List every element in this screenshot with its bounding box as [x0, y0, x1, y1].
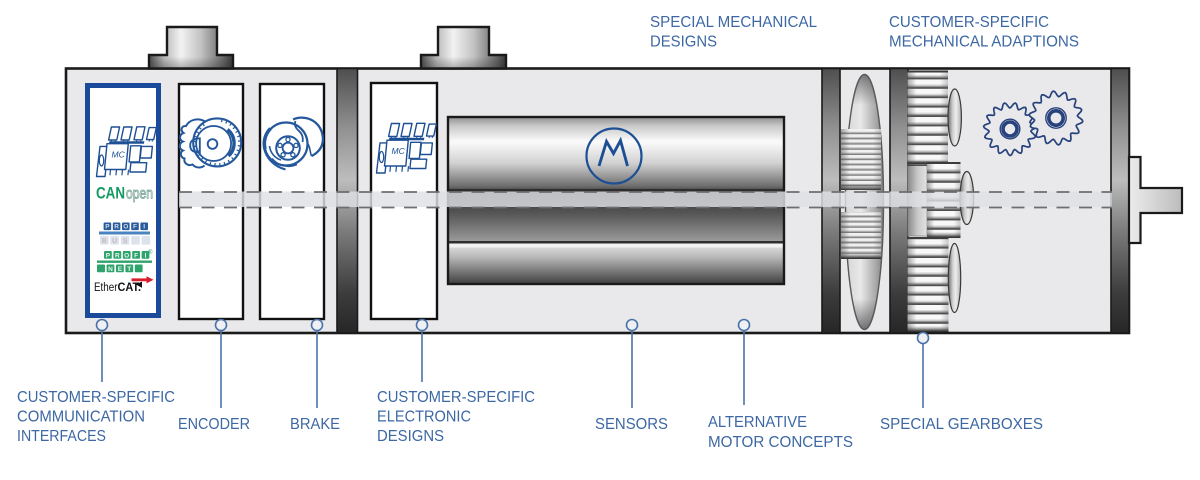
- svg-text:E: E: [118, 266, 123, 273]
- svg-text:SENSORS: SENSORS: [595, 416, 668, 433]
- svg-text:Ether: Ether: [94, 282, 118, 294]
- svg-text:ELECTRONIC: ELECTRONIC: [377, 409, 471, 426]
- svg-text:DESIGNS: DESIGNS: [650, 34, 717, 51]
- svg-text:MECHANICAL ADAPTIONS: MECHANICAL ADAPTIONS: [889, 34, 1079, 51]
- svg-text:MOTOR CONCEPTS: MOTOR CONCEPTS: [708, 434, 853, 451]
- svg-text:N: N: [108, 266, 113, 273]
- svg-text:CUSTOMER-SPECIFIC: CUSTOMER-SPECIFIC: [889, 14, 1049, 31]
- svg-text:CUSTOMER-SPECIFIC: CUSTOMER-SPECIFIC: [377, 389, 535, 406]
- svg-text:ENCODER: ENCODER: [178, 416, 250, 433]
- svg-text:F: F: [133, 224, 137, 231]
- svg-text:T: T: [127, 266, 131, 273]
- svg-text:I: I: [145, 252, 147, 259]
- svg-text:R: R: [115, 252, 120, 259]
- svg-text:SPECIAL GEARBOXES: SPECIAL GEARBOXES: [880, 416, 1043, 433]
- svg-text:P: P: [106, 252, 111, 259]
- svg-text:O: O: [123, 224, 128, 231]
- svg-text:ALTERNATIVE: ALTERNATIVE: [708, 414, 807, 431]
- svg-text:O: O: [124, 252, 129, 259]
- svg-text:F: F: [134, 252, 138, 259]
- svg-text:MC: MC: [112, 150, 126, 160]
- svg-text:CUSTOMER-SPECIFIC: CUSTOMER-SPECIFIC: [17, 389, 175, 406]
- svg-text:R: R: [114, 224, 119, 231]
- svg-text:DESIGNS: DESIGNS: [377, 428, 444, 445]
- svg-text:B: B: [102, 238, 107, 245]
- svg-text:INTERFACES: INTERFACES: [17, 428, 106, 445]
- svg-text:open: open: [126, 186, 153, 203]
- svg-text:COMMUNICATION: COMMUNICATION: [17, 409, 145, 426]
- svg-text:P: P: [105, 224, 110, 231]
- svg-text:I: I: [143, 224, 145, 231]
- svg-text:BRAKE: BRAKE: [290, 416, 340, 433]
- svg-text:CAN: CAN: [96, 185, 125, 203]
- svg-text:S: S: [123, 238, 128, 245]
- svg-text:U: U: [112, 238, 117, 245]
- svg-text:®: ®: [148, 249, 153, 256]
- svg-text:SPECIAL MECHANICAL: SPECIAL MECHANICAL: [650, 14, 817, 31]
